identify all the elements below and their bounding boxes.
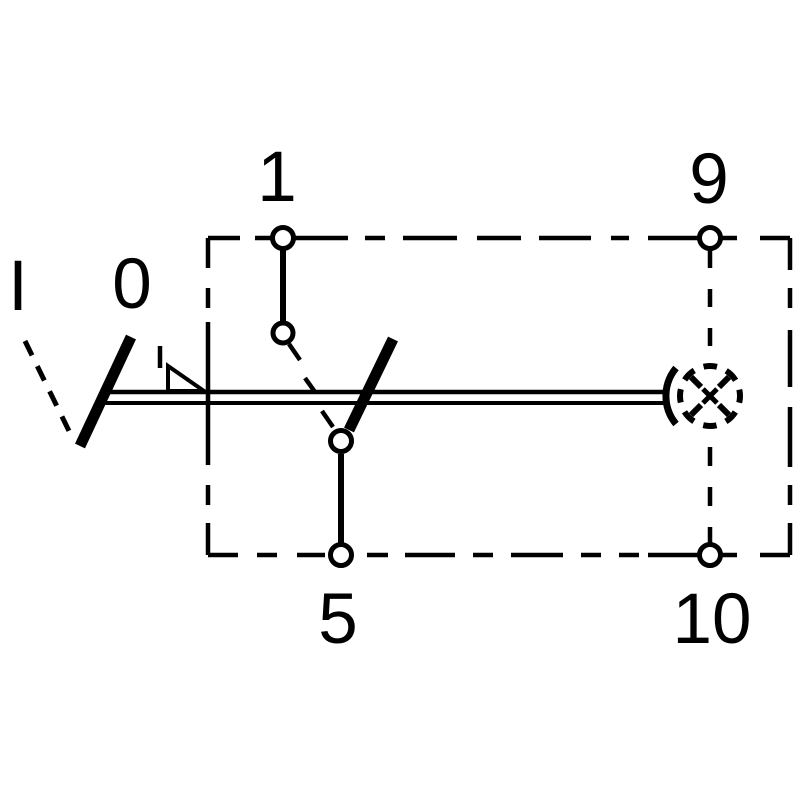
- detent-symbol: [157, 346, 211, 393]
- terminal-label-1: 1: [257, 138, 297, 217]
- contact-node-lower: [328, 428, 354, 454]
- lever-alternate-position-dashed: [22, 339, 73, 435]
- contact-node-upper: [270, 320, 296, 346]
- switch-position-label-I: I: [8, 247, 28, 326]
- dashed-enclosure-box: [205, 235, 793, 558]
- lamp-coupling-arc: [662, 365, 679, 427]
- movable-contact-bar: [98, 389, 667, 405]
- terminal-9-circle: [697, 225, 723, 251]
- illumination-lamp-icon: [662, 363, 743, 429]
- contact-arm-terminal-5: [344, 336, 398, 433]
- terminal-5-circle: [328, 542, 354, 568]
- terminal-label-5: 5: [318, 580, 358, 659]
- terminal-10-circle: [697, 542, 723, 568]
- switch-lever: [75, 334, 136, 449]
- switch-position-label-0: 0: [112, 245, 152, 324]
- terminal-1-circle: [270, 225, 296, 251]
- terminal-label-10: 10: [673, 580, 752, 659]
- terminal-label-9: 9: [689, 140, 729, 219]
- open-contact-dashed-path: [287, 342, 335, 429]
